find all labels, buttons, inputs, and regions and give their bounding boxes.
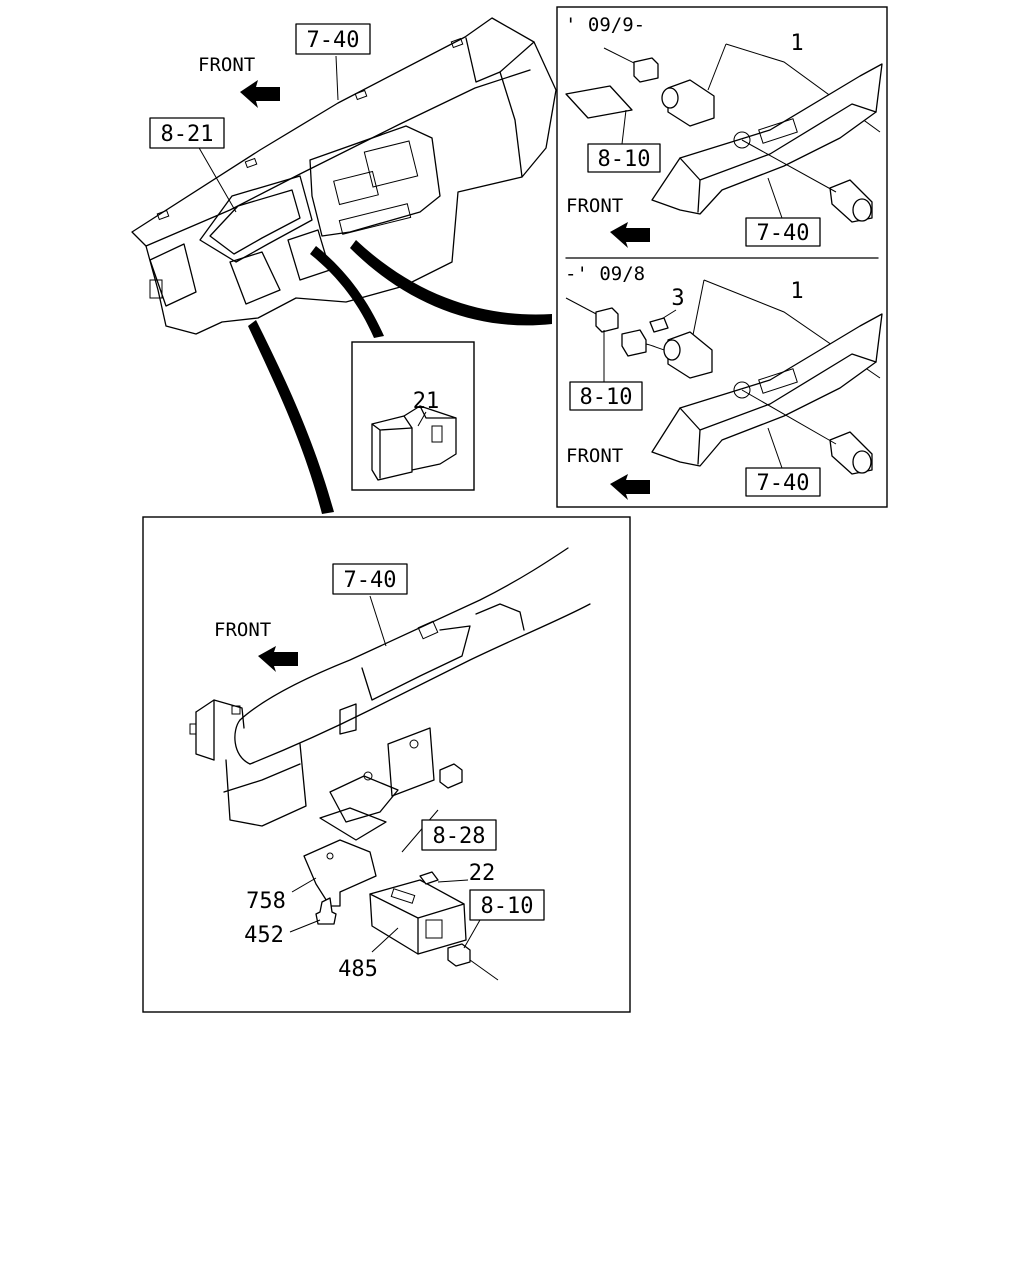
ref-dash-7-40: 7-40 [307, 28, 360, 53]
ref-box-b-7-40 [745, 467, 821, 497]
ref-box-c-7-40 [332, 563, 408, 595]
front-arrow-b [610, 474, 650, 500]
detail-box-part-21: 21 [351, 341, 475, 491]
period-label-b: -' 09/8 [565, 263, 645, 285]
ref-box-c-8-10 [469, 889, 545, 921]
detail-panel-post-09-9: ' 09/9- 1 8-10 7-40 FRONT [556, 6, 888, 508]
front-label-dash: FRONT [198, 54, 255, 76]
ref-c-8-28: 8-28 [433, 824, 486, 849]
ref-dash-8-21: 8-21 [161, 122, 214, 147]
ref-c-8-10: 8-10 [481, 894, 534, 919]
callout-b-1: 1 [790, 279, 803, 304]
front-label-b: FRONT [566, 445, 623, 467]
callout-758: 758 [246, 889, 286, 914]
detail-box-lower-bracket: 7-40 8-28 8-10 22 758 452 485 FRONT [142, 516, 631, 1013]
ref-box-dash-7-40 [295, 23, 371, 55]
detail-panel-pre-09-8: -' 09/8 1 3 8-10 7-40 FRONT [565, 263, 883, 500]
callout-21: 21 [413, 389, 440, 414]
callout-452: 452 [244, 923, 284, 948]
period-label-a: ' 09/9- [565, 14, 645, 36]
front-arrow-a [610, 222, 650, 248]
ref-box-dash-8-21 [149, 117, 225, 149]
ref-b-7-40: 7-40 [757, 471, 810, 496]
front-label-a: FRONT [566, 195, 623, 217]
ref-b-8-10: 8-10 [580, 385, 633, 410]
dashboard-overview: 7-40 8-21 FRONT [131, 17, 557, 514]
callout-b-3: 3 [671, 286, 684, 311]
front-arrow-c [258, 646, 298, 672]
ref-box-a-8-10 [587, 143, 661, 173]
callout-485: 485 [338, 957, 378, 982]
ref-a-8-10: 8-10 [598, 147, 651, 172]
front-arrow-dash [240, 80, 280, 108]
front-label-c: FRONT [214, 619, 271, 641]
ref-box-a-7-40 [745, 217, 821, 247]
ref-box-b-8-10 [569, 381, 643, 411]
ref-box-c-8-28 [421, 819, 497, 851]
callout-22: 22 [469, 861, 496, 886]
ref-a-7-40: 7-40 [757, 221, 810, 246]
callout-a-1: 1 [790, 31, 803, 56]
ref-c-7-40: 7-40 [344, 568, 397, 593]
